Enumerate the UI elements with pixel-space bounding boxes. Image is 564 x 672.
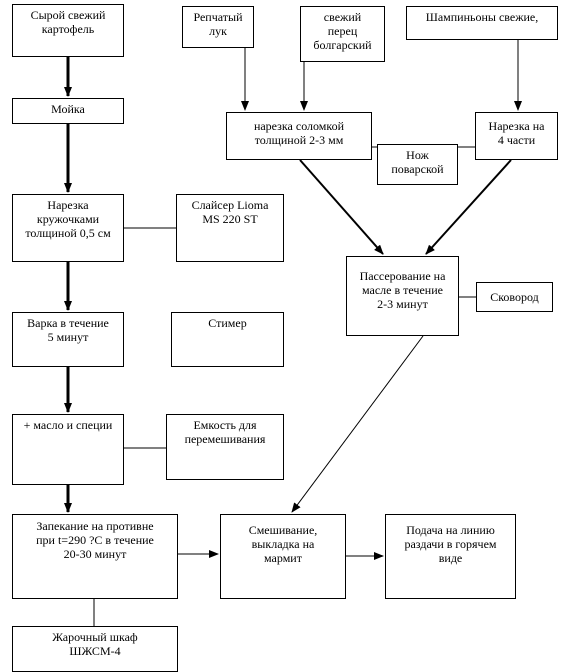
serving-box: Подача на линию раздачи в горячем виде xyxy=(385,514,516,599)
steamer-box: Стимер xyxy=(171,312,284,367)
slicer-line-2: MS 220 ST xyxy=(202,212,258,226)
quarters-line-1: Нарезка на xyxy=(488,119,545,133)
sauteing-box: Пассерование на масле в течение 2-3 мину… xyxy=(346,256,459,336)
oven-box: Жарочный шкаф ШЖСМ-4 xyxy=(12,626,178,672)
serving-line-3: виде xyxy=(438,551,463,565)
oil-spices-box: + масло и специи xyxy=(12,414,124,485)
oven-line-2: ШЖСМ-4 xyxy=(69,644,121,658)
julienne-line-2: толщиной 2-3 мм xyxy=(254,133,344,147)
arrow-julienne-to-sauteing xyxy=(299,159,384,255)
knife-box: Нож поварской xyxy=(377,144,458,185)
pan-box: Сковород xyxy=(476,282,553,312)
serving-line-1: Подача на линию xyxy=(406,523,495,537)
pepper-line-3: болгарский xyxy=(313,38,372,52)
pepper-line-2: перец xyxy=(327,24,358,38)
baking-line-2: при t=290 ?С в течение xyxy=(36,533,154,547)
steamer-label: Стимер xyxy=(208,316,247,330)
pepper-line-1: свежий xyxy=(323,10,362,24)
pepper-box: свежий перец болгарский xyxy=(300,6,385,62)
mixing-container-line-2: перемешивания xyxy=(184,432,266,446)
serving-line-2: раздачи в горячем xyxy=(404,537,497,551)
oil-spices-label: + масло и специи xyxy=(23,418,113,432)
mushrooms-box: Шампиньоны свежие, xyxy=(406,6,558,40)
boiling-box: Варка в течение 5 минут xyxy=(12,312,124,367)
baking-line-3: 20-30 минут xyxy=(63,547,127,561)
quarters-line-2: 4 части xyxy=(497,133,536,147)
washing-label: Мойка xyxy=(51,102,85,116)
arrow-quarters-to-sauteing xyxy=(425,159,512,255)
washing-box: Мойка xyxy=(12,98,124,124)
pan-label: Сковород xyxy=(490,290,539,304)
raw-potato-line-2: картофель xyxy=(41,22,95,36)
sauteing-line-2: масле в течение xyxy=(362,283,443,297)
mixing-container-box: Емкость для перемешивания xyxy=(166,414,284,480)
mixing-line-1: Смешивание, xyxy=(248,523,318,537)
onion-box: Репчатый лук xyxy=(182,6,254,48)
julienne-box: нарезка соломкой толщиной 2-3 мм xyxy=(226,112,372,160)
mushrooms-label: Шампиньоны свежие, xyxy=(425,10,539,24)
slicer-line-1: Слайсер Lioma xyxy=(191,198,269,212)
raw-potato-box: Сырой свежий картофель xyxy=(12,4,124,57)
sauteing-line-3: 2-3 минут xyxy=(377,297,428,311)
onion-line-2: лук xyxy=(209,24,227,38)
boiling-line-1: Варка в течение xyxy=(27,316,109,330)
quarters-box: Нарезка на 4 части xyxy=(475,112,558,160)
boiling-line-2: 5 минут xyxy=(47,330,89,344)
slicing-line-2: кружочками xyxy=(36,212,100,226)
slicing-line-3: толщиной 0,5 см xyxy=(25,226,111,240)
slicing-line-1: Нарезка xyxy=(47,198,89,212)
raw-potato-line-1: Сырой свежий xyxy=(30,8,106,22)
knife-line-1: Нож xyxy=(406,148,429,162)
arrow-sauteing-to-mixing xyxy=(291,335,424,513)
mixing-line-3: мармит xyxy=(264,551,302,565)
oven-line-1: Жарочный шкаф xyxy=(52,630,138,644)
julienne-line-1: нарезка соломкой xyxy=(253,119,345,133)
slicer-box: Слайсер Lioma MS 220 ST xyxy=(176,194,284,262)
sauteing-line-1: Пассерование на xyxy=(359,269,446,283)
mixing-line-2: выкладка на xyxy=(251,537,315,551)
slicing-box: Нарезка кружочками толщиной 0,5 см xyxy=(12,194,124,262)
baking-line-1: Запекание на противне xyxy=(36,519,154,533)
mixing-box: Смешивание, выкладка на мармит xyxy=(220,514,346,599)
mixing-container-line-1: Емкость для xyxy=(193,418,257,432)
onion-line-1: Репчатый xyxy=(193,10,243,24)
baking-box: Запекание на противне при t=290 ?С в теч… xyxy=(12,514,178,599)
knife-line-2: поварской xyxy=(391,162,444,176)
